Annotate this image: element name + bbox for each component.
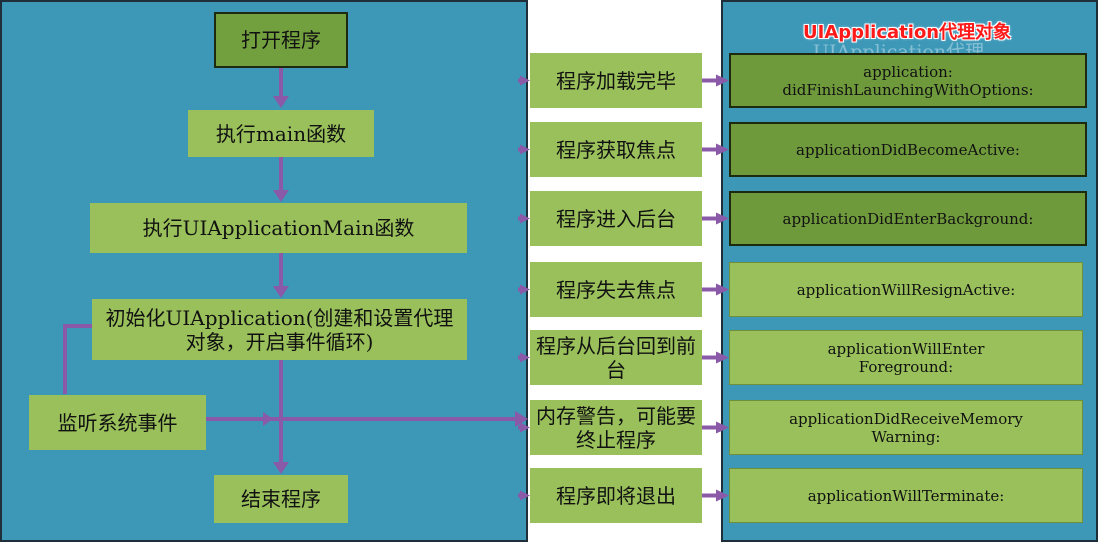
app-lifecycle-panel — [0, 0, 528, 542]
event-in-arrowhead — [520, 144, 530, 155]
event-out-arrowhead — [716, 351, 729, 364]
event-label: 程序即将退出 — [530, 468, 702, 523]
listen-events-step: 监听系统事件 — [29, 395, 206, 450]
event-in-arrowhead — [520, 422, 530, 433]
delegate-method: application: didFinishLaunchingWithOptio… — [729, 53, 1087, 108]
delegate-method: applicationDidEnterBackground: — [729, 191, 1087, 246]
event-in-arrowhead — [520, 284, 530, 295]
event-label: 内存警告，可能要终止程序 — [530, 400, 702, 455]
event-out-arrowhead — [716, 143, 729, 156]
event-label: 程序进入后台 — [530, 191, 702, 246]
delegate-method: applicationWillEnter Foreground: — [729, 330, 1083, 385]
delegate-method: applicationDidReceiveMemory Warning: — [729, 400, 1083, 455]
execute-main-step: 执行main函数 — [188, 110, 374, 157]
delegate-method: applicationWillResignActive: — [729, 262, 1083, 317]
event-out-arrowhead — [716, 421, 729, 434]
delegate-method: applicationDidBecomeActive: — [729, 122, 1087, 177]
end-app-step: 结束程序 — [214, 475, 348, 523]
event-in-arrowhead — [520, 75, 530, 86]
open-app-step: 打开程序 — [214, 12, 348, 68]
event-label: 程序获取焦点 — [530, 122, 702, 177]
event-label: 程序失去焦点 — [530, 262, 702, 317]
event-out-arrowhead — [716, 283, 729, 296]
delegate-title: UIApplication代理对象 — [803, 22, 1012, 43]
delegate-title-ghost: UIApplication代理 — [813, 41, 985, 53]
event-out-arrowhead — [716, 489, 729, 502]
event-in-arrowhead — [520, 213, 530, 224]
event-out-arrowhead — [716, 212, 729, 225]
uiapplicationmain-step: 执行UIApplicationMain函数 — [90, 203, 467, 253]
event-in-arrowhead — [520, 352, 530, 363]
event-label: 程序加载完毕 — [530, 53, 702, 108]
init-uiapplication-step: 初始化UIApplication(创建和设置代理对象，开启事件循环) — [92, 299, 467, 360]
event-out-arrowhead — [716, 74, 729, 87]
event-in-arrowhead — [520, 490, 530, 501]
delegate-method: applicationWillTerminate: — [729, 468, 1083, 523]
event-label: 程序从后台回到前台 — [530, 330, 702, 385]
